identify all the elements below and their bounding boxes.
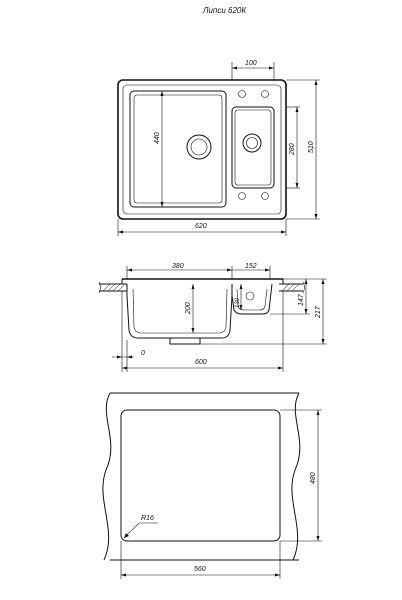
small-bowl-profile — [231, 283, 273, 315]
dim-small-bowl-height: 280 — [289, 143, 296, 156]
dim-cutout-width: 560 — [194, 566, 206, 573]
dim-small-height: 147 — [298, 293, 305, 306]
small-bowl-inner — [234, 109, 272, 186]
large-drain — [186, 134, 212, 160]
dim-total-height: 217 — [315, 305, 322, 319]
dim-depth-overall: 510 — [308, 141, 315, 153]
tap-hole — [238, 90, 246, 98]
overflow-hole — [245, 291, 255, 301]
large-bowl — [129, 90, 227, 208]
dim-large-bowl-width: 380 — [172, 263, 184, 270]
countertop-hatch-left — [102, 283, 126, 292]
model-label: Липси 620К — [202, 6, 247, 15]
countertop-hatch-right — [281, 283, 300, 292]
small-drain-inner — [246, 137, 258, 149]
dim-large-bowl-depth: 200 — [185, 302, 192, 315]
dim-small-bowl-depth: 130 — [235, 297, 241, 308]
large-bowl-inner-profile — [132, 288, 228, 334]
large-bowl-profile — [126, 284, 233, 339]
small-bowl — [231, 106, 275, 189]
dim-width-overall: 620 — [195, 223, 207, 230]
tap-hole — [238, 192, 246, 200]
small-bowl-inner-profile — [236, 288, 268, 311]
top-view: 100 440 280 510 620 — [117, 60, 320, 236]
sink-outer-outline — [117, 79, 287, 220]
small-drain — [242, 133, 262, 153]
large-bowl-inner — [133, 94, 223, 204]
large-drain-inner — [190, 138, 208, 156]
tap-hole — [261, 90, 269, 98]
dim-small-bowl-width: 100 — [245, 60, 257, 67]
dim-radius: R16 — [141, 515, 154, 522]
dim-cabinet: 600 — [195, 359, 207, 366]
large-outlet — [169, 338, 201, 345]
break-line-right — [291, 392, 301, 561]
break-line-left — [102, 392, 112, 561]
dim-large-bowl-height: 440 — [154, 132, 161, 144]
side-view: 380 152 200 130 147 217 — [98, 263, 327, 372]
tap-hole — [261, 192, 269, 200]
dim-zero: 0 — [141, 350, 145, 357]
dim-cutout-height: 480 — [310, 472, 317, 484]
sink-rim — [122, 84, 282, 215]
cutout-outline — [120, 409, 281, 542]
dim-small-bowl-width: 152 — [245, 263, 257, 270]
cutout-view: R16 560 480 — [102, 392, 322, 579]
